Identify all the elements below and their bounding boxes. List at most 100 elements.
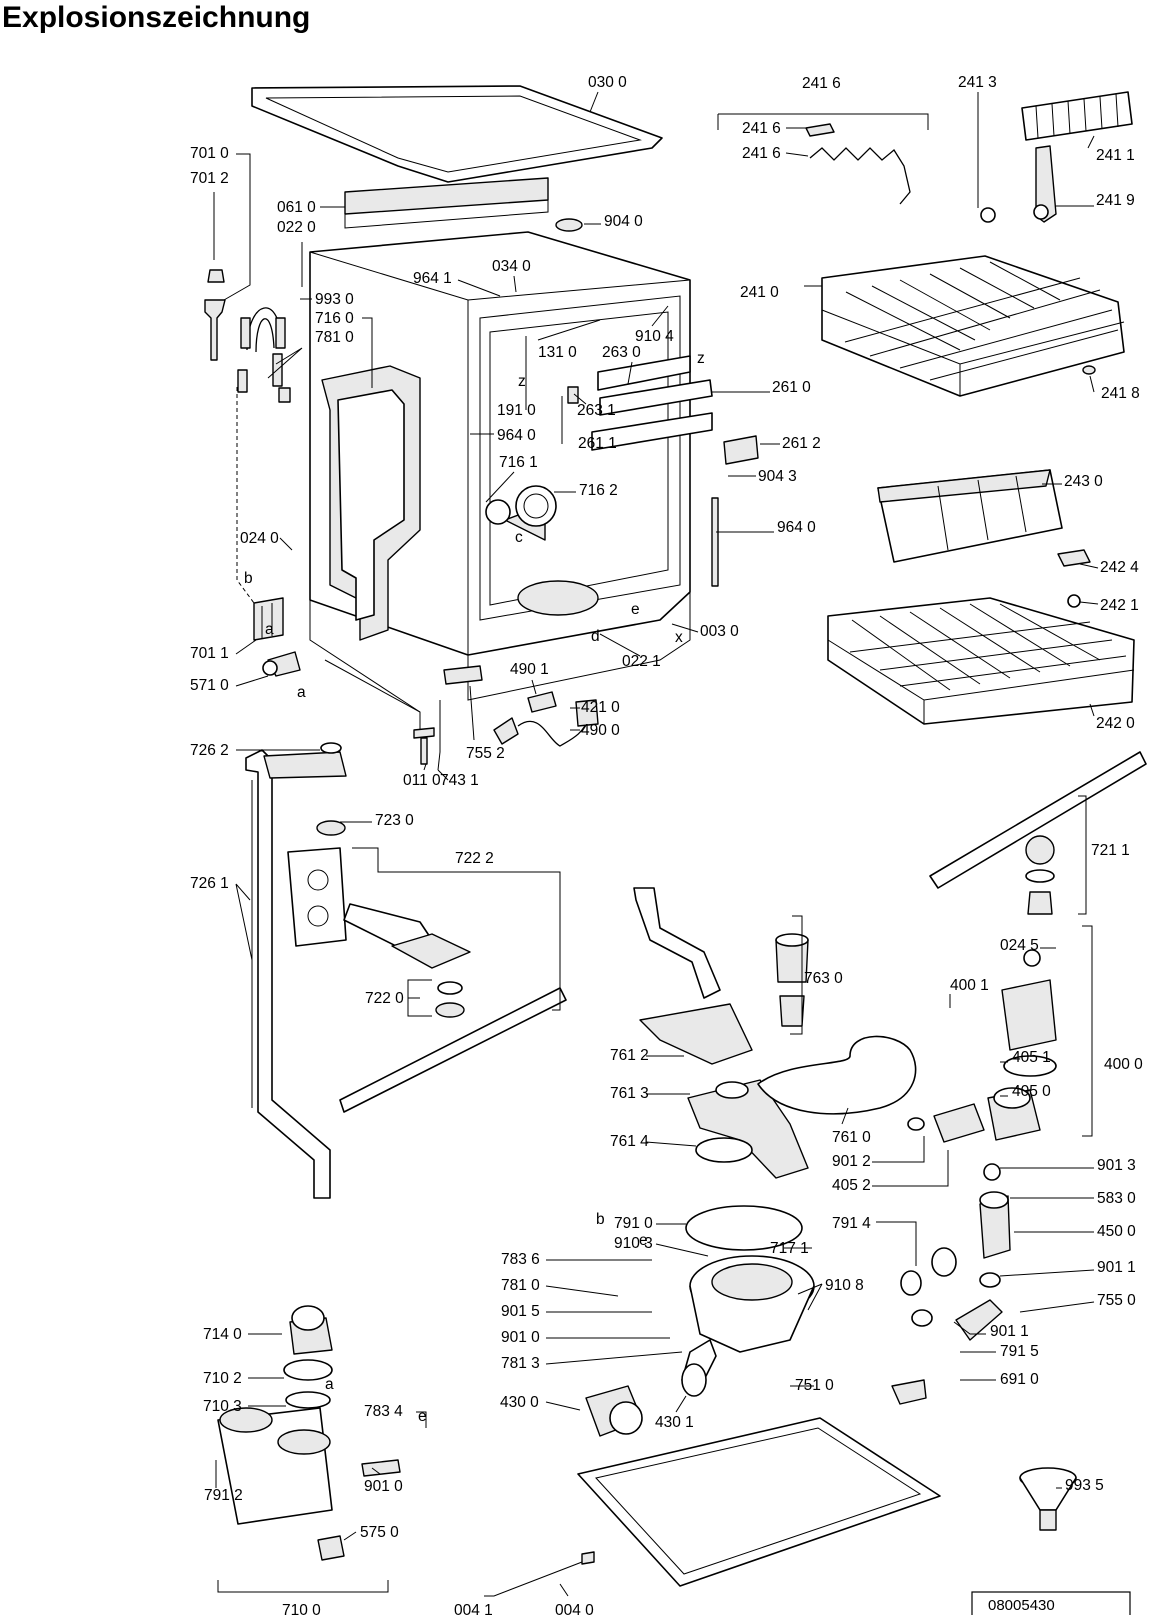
connection-letter-marker: z	[518, 373, 526, 390]
callout-leader-line	[267, 347, 303, 379]
circulation-pump-part	[987, 949, 1057, 1141]
callout-leader-line	[671, 623, 699, 633]
part-callout-label: 400 1	[950, 977, 989, 994]
cabinet-frame-part	[309, 231, 691, 735]
part-callout-label: 241 6	[802, 75, 841, 92]
part-callout-label: 714 0	[203, 1326, 242, 1343]
water-distributor-part	[287, 820, 567, 1113]
callout-leader-line	[675, 1395, 687, 1413]
part-callout-label: 993 5	[1065, 1477, 1104, 1494]
callout-leader-line	[841, 1107, 849, 1125]
part-callout-label: 243 0	[1064, 473, 1103, 490]
callout-leader-line	[999, 1269, 1095, 1277]
power-cable-part	[493, 691, 599, 747]
plug-904-part	[555, 218, 583, 232]
part-callout-label: 263 1	[577, 402, 616, 419]
callout-leader-line	[953, 1321, 986, 1335]
part-callout-label: 722 2	[455, 850, 494, 867]
part-callout-label: 691 0	[1000, 1371, 1039, 1388]
part-callout-label: 755 0	[1097, 1292, 1136, 1309]
water-pipe-part	[245, 742, 347, 1199]
spring-241-6-part	[809, 147, 911, 205]
part-callout-label: 993 0	[315, 291, 354, 308]
connection-letter-marker: z	[697, 350, 705, 367]
part-callout-label: 571 0	[190, 677, 229, 694]
part-callout-label: 241 8	[1101, 385, 1140, 402]
wheel-242-1-part	[1067, 594, 1081, 608]
part-callout-label: 011 0	[403, 772, 441, 789]
inlet-hose-part	[633, 887, 753, 1065]
part-callout-label: 781 3	[501, 1355, 540, 1372]
part-callout-label: 261 2	[782, 435, 821, 452]
part-callout-label: 783 6	[501, 1251, 540, 1268]
callout-leader-line	[217, 1580, 389, 1593]
part-callout-label: 261 0	[772, 379, 811, 396]
funnel-part	[1019, 1467, 1077, 1531]
part-callout-label: 791 2	[204, 1487, 243, 1504]
callout-leader-line	[545, 1351, 683, 1365]
foot-screw-part	[413, 727, 435, 765]
callout-leader-line	[235, 883, 253, 961]
upper-basket-part	[821, 255, 1125, 397]
part-callout-label: 701 1	[190, 645, 229, 662]
callout-leader-line	[651, 305, 669, 327]
sump-part	[681, 1255, 815, 1385]
part-callout-label: 242 1	[1100, 597, 1139, 614]
callout-leader-line	[876, 1221, 917, 1266]
part-callout-label: 405 2	[832, 1177, 871, 1194]
drain-pump-part	[585, 1385, 643, 1437]
part-callout-label: 004 0	[555, 1602, 594, 1615]
side-strip-part	[711, 497, 719, 587]
part-callout-label: 241 9	[1096, 192, 1135, 209]
part-callout-label: 716 1	[499, 454, 538, 471]
connection-letter-marker: x	[675, 629, 683, 646]
part-callout-label: 716 2	[579, 482, 618, 499]
part-callout-label: 910 8	[825, 1277, 864, 1294]
part-callout-label: 901 0	[501, 1329, 540, 1346]
callout-leader-line	[437, 700, 449, 781]
part-callout-label: 131 0	[538, 344, 577, 361]
part-callout-label: 191 0	[497, 402, 536, 419]
callout-leader-line	[407, 979, 432, 1017]
connection-letter-marker: a	[265, 621, 274, 638]
base-frame-part	[577, 1417, 941, 1587]
part-callout-label: 761 4	[610, 1133, 649, 1150]
callout-leader-line	[1019, 1301, 1095, 1313]
callout-leader-line	[1079, 563, 1099, 569]
bracket-755-2-part	[443, 665, 483, 685]
cup-rack-part	[1021, 91, 1133, 141]
part-callout-label: 901 3	[1097, 1157, 1136, 1174]
salt-container-part	[217, 1305, 401, 1561]
hinge-part	[236, 387, 284, 641]
part-callout-label: 263 0	[602, 344, 641, 361]
callout-leader-line	[1079, 601, 1099, 605]
part-callout-label: 034 0	[492, 258, 531, 275]
part-callout-label: 726 1	[190, 875, 229, 892]
basket-rail-part	[1033, 145, 1057, 223]
callout-leader-line	[352, 847, 561, 1011]
document-number-box	[971, 1591, 1131, 1615]
part-callout-label: 241 0	[740, 284, 779, 301]
flat-filter-part	[757, 1035, 917, 1115]
lower-basket-part	[827, 597, 1135, 725]
part-callout-label: 910 3	[614, 1235, 653, 1252]
callout-leader-line	[655, 1243, 709, 1257]
callout-leader-line	[485, 471, 515, 503]
connection-letter-marker: b	[596, 1211, 605, 1228]
part-callout-label: 901 5	[501, 1303, 540, 1320]
filter-housing-part	[687, 1079, 809, 1179]
part-callout-label: 004 1	[454, 1602, 493, 1615]
callout-leader-line	[537, 319, 601, 341]
valve-571-part	[262, 651, 301, 677]
part-callout-label: 964 0	[497, 427, 536, 444]
part-callout-label: 701 2	[190, 170, 229, 187]
part-callout-label: 791 5	[1000, 1343, 1039, 1360]
part-callout-label: 421 0	[581, 699, 620, 716]
part-callout-label: 761 3	[610, 1085, 649, 1102]
door-seal-part	[321, 365, 421, 641]
connection-letter-marker: c	[515, 529, 523, 546]
callout-leader-line	[785, 152, 809, 157]
part-callout-label: 717 1	[770, 1240, 809, 1257]
